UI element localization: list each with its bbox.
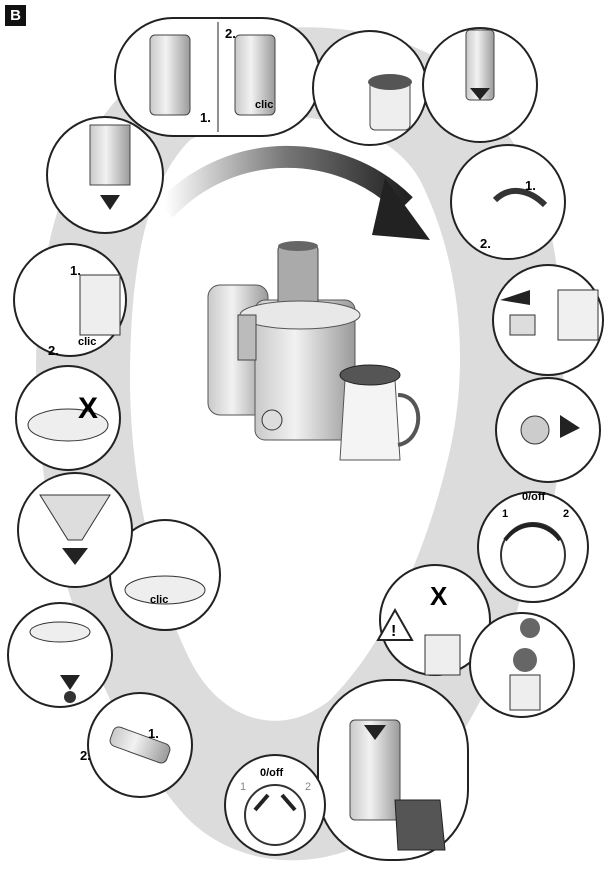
- clic-label: clic: [255, 99, 273, 111]
- svg-text:2.: 2.: [80, 748, 91, 763]
- svg-text:clic: clic: [150, 594, 168, 606]
- step-circle-14: clic: [109, 519, 221, 631]
- step-circle-7: 0/off 1 2: [477, 491, 589, 603]
- warning-mark: !: [391, 623, 396, 640]
- step-label-1: 1.: [200, 110, 211, 125]
- svg-text:2.: 2.: [480, 236, 491, 251]
- svg-text:2: 2: [305, 781, 311, 793]
- svg-text:1: 1: [502, 508, 508, 520]
- svg-text:2: 2: [563, 508, 569, 520]
- step-circle-6: [495, 377, 601, 483]
- step-circle-17: 1. 2. clic: [13, 243, 127, 358]
- step-circle-15: [17, 472, 133, 588]
- svg-text:1.: 1.: [525, 178, 536, 193]
- no-hands-cross: X: [430, 581, 448, 611]
- rotation-arrow: [156, 145, 430, 240]
- svg-text:X: X: [78, 392, 98, 425]
- svg-text:0/off: 0/off: [260, 767, 284, 779]
- off-label: 0/off: [522, 491, 546, 503]
- step-circle-5: [492, 264, 604, 376]
- step-circle-3: [422, 27, 538, 143]
- section-badge: B: [5, 5, 26, 26]
- step-circle-9: [469, 612, 575, 718]
- step-circle-12: 1. 2.: [80, 692, 193, 798]
- step-circle-4: 1. 2.: [450, 144, 566, 260]
- svg-text:1.: 1.: [148, 726, 159, 741]
- step-circle-8: ! X: [376, 564, 491, 676]
- juicer-main: [207, 241, 421, 461]
- step-circle-11: 0/off 1 2: [224, 754, 326, 856]
- step-circle-1: 2. 1. clic: [114, 17, 321, 137]
- svg-text:1: 1: [240, 781, 246, 793]
- step-circle-16: X: [15, 365, 121, 471]
- step-circle-13: [7, 602, 113, 708]
- step-circle-10: [317, 679, 469, 861]
- svg-text:2.: 2.: [48, 343, 59, 358]
- step-circle-2: [312, 30, 428, 146]
- step-circle-18: [46, 116, 164, 234]
- svg-text:clic: clic: [78, 336, 96, 348]
- svg-text:1.: 1.: [70, 263, 81, 278]
- step-label-2: 2.: [225, 26, 236, 41]
